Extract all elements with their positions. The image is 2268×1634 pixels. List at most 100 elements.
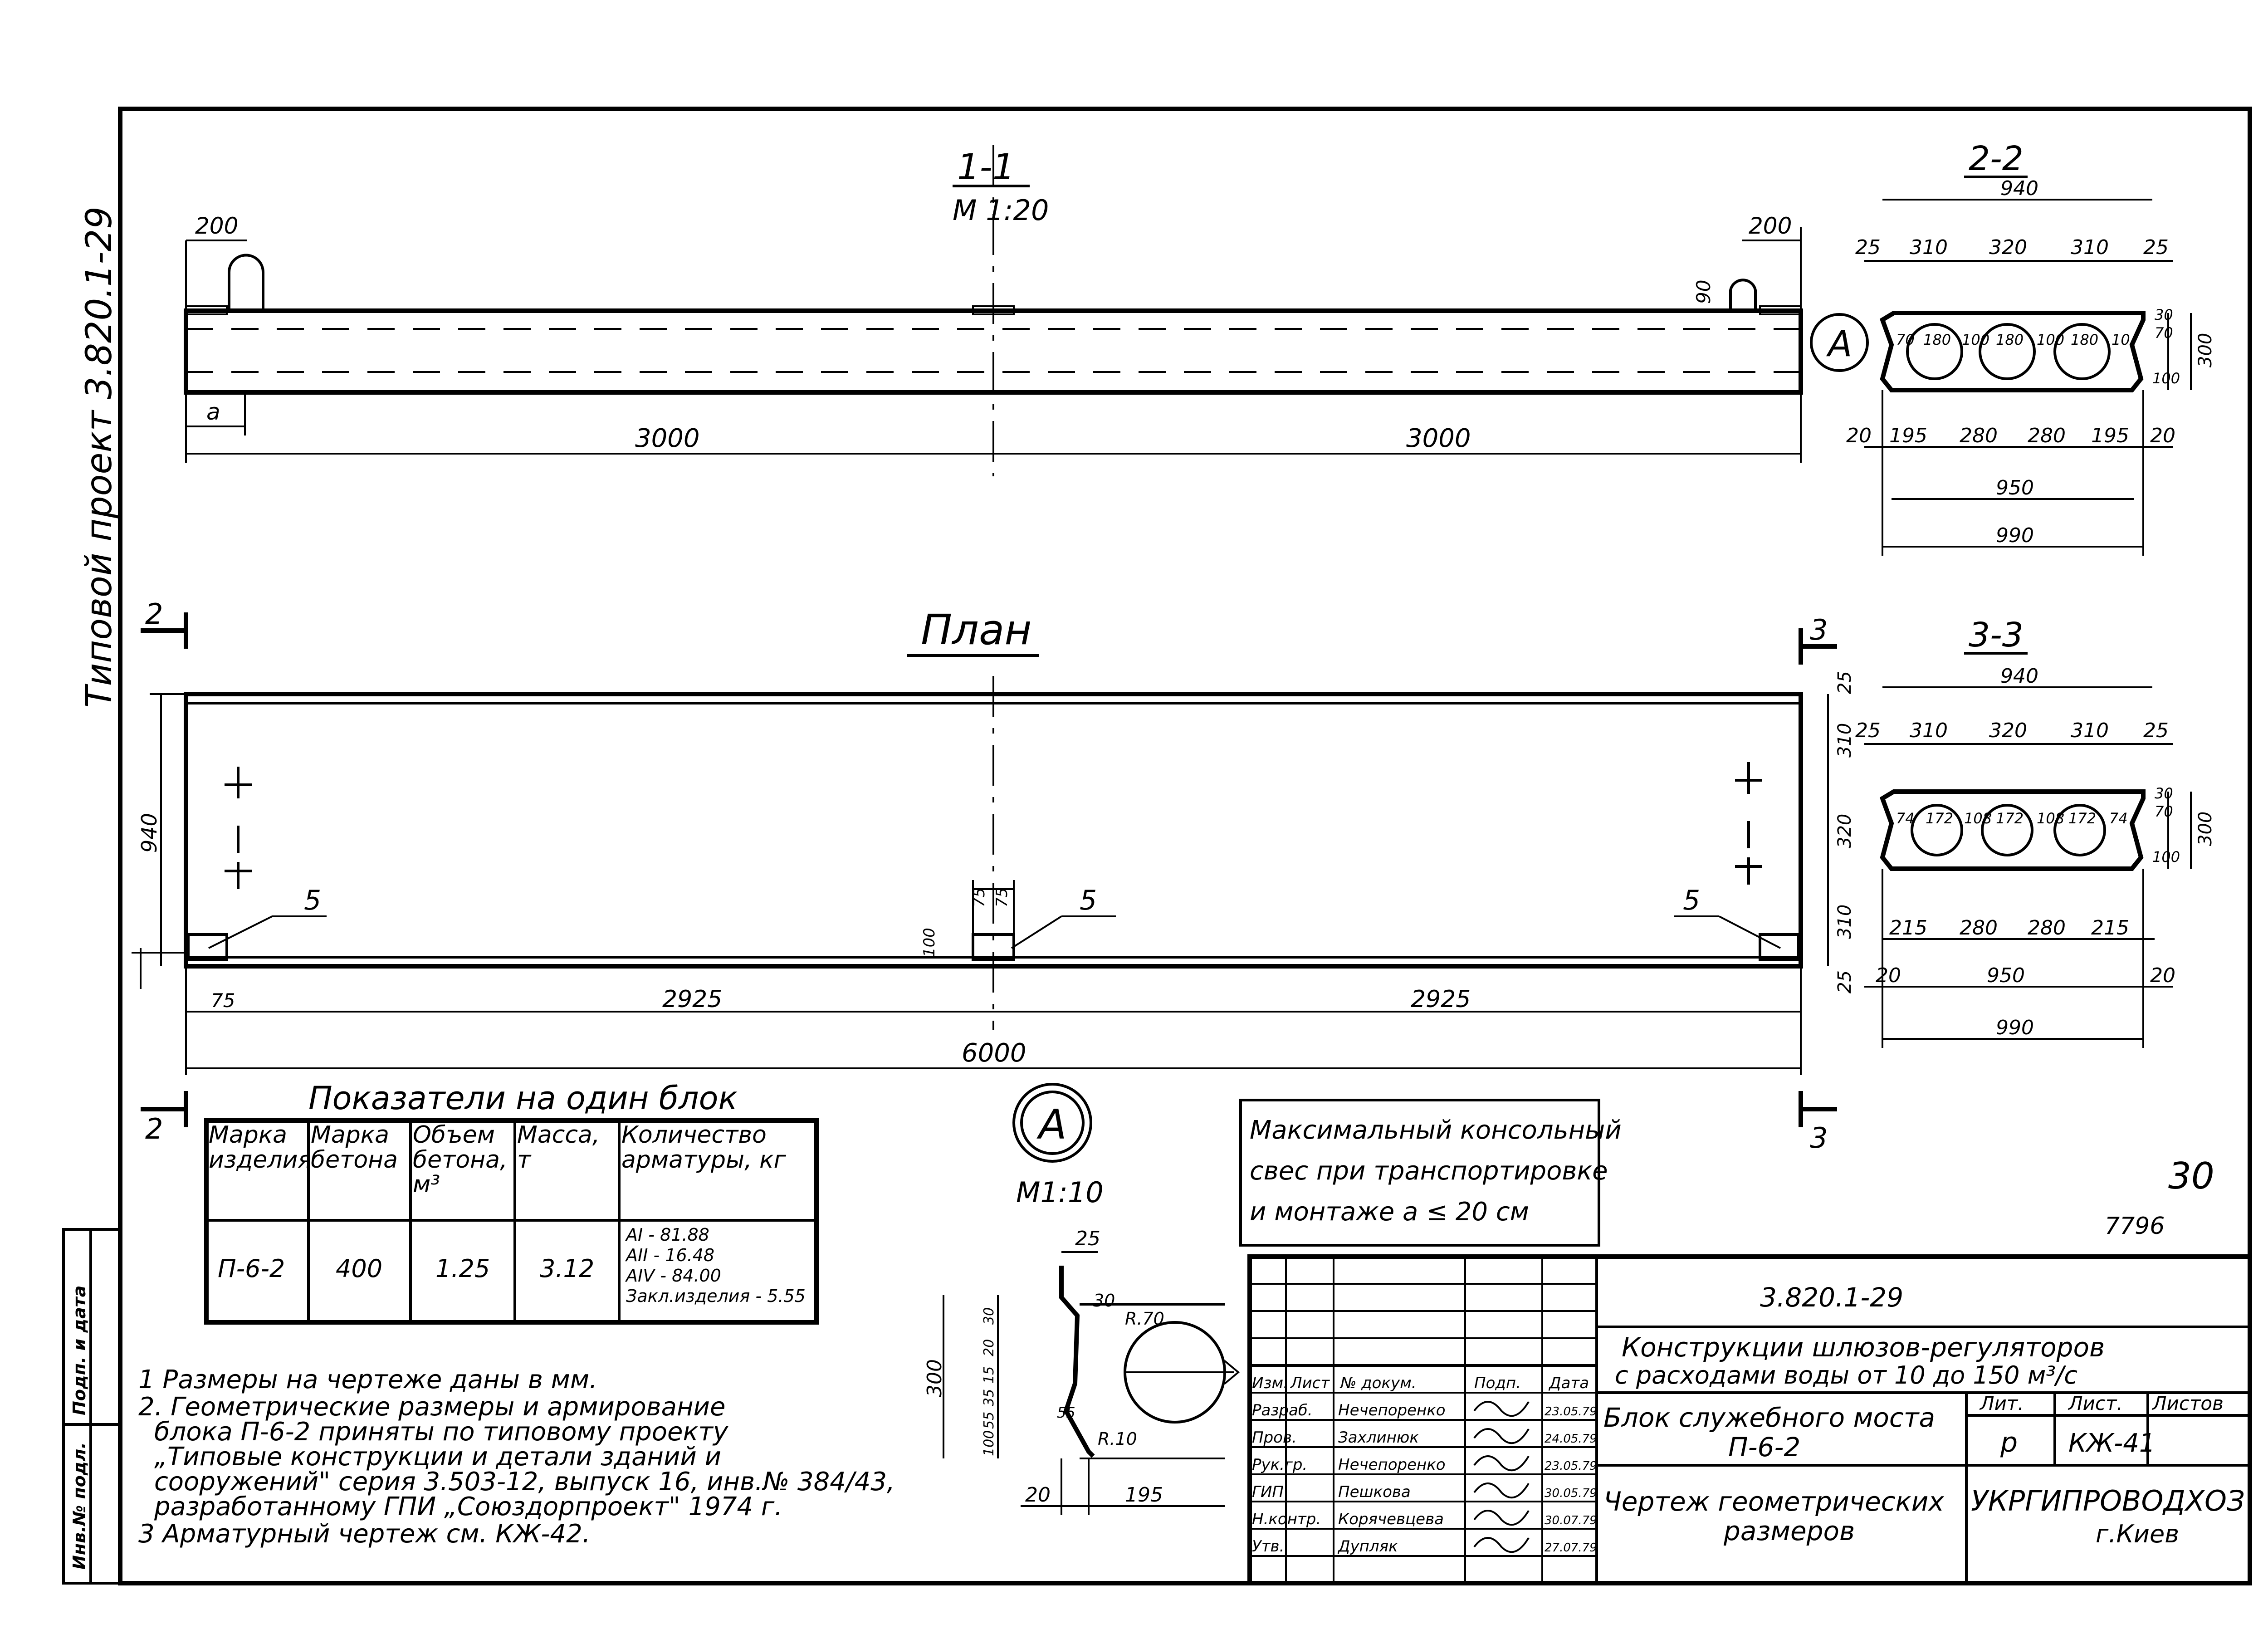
th-obem-betona: Объем бетона, м³ <box>413 1123 508 1199</box>
node-a-dim-195h: 195 <box>1125 1483 1163 1507</box>
note-line-1: 1 Размеры на чертеже даны в мм. <box>138 1365 597 1394</box>
node-a-dim-r10: R.10 <box>1098 1429 1137 1449</box>
dim-2-2-100a: 100 <box>1962 331 1989 348</box>
tb-name-prov: Захлинюк <box>1338 1429 1419 1447</box>
corner-mark-7796: 7796 <box>2105 1213 2165 1240</box>
corner-mark-30: 30 <box>2168 1155 2214 1197</box>
dim-2-2-940: 940 <box>2000 177 2038 200</box>
podp-data-label: Подп. и дата <box>69 1286 89 1415</box>
node-a-dim-30: 30 <box>1093 1291 1115 1311</box>
dim-2-2-70b: 70 <box>2155 324 2173 342</box>
sheet-frame <box>118 107 2252 1585</box>
node-a-dim-25: 25 <box>1075 1227 1100 1250</box>
node-a-dim-300: 300 <box>923 1359 946 1397</box>
dim-3-3-950: 950 <box>1987 964 2025 987</box>
node-a-scale: М1:10 <box>1016 1176 1104 1209</box>
tb-h-list: Лист <box>1290 1374 1330 1392</box>
dim-3-3-172b: 172 <box>1996 810 2024 827</box>
indicators-table: Показатели на один блок Марка изделия Ма… <box>204 1080 819 1325</box>
node-a-dim-20v: 20 <box>981 1339 997 1356</box>
td-obem-betona: 1.25 <box>435 1254 490 1283</box>
dim-1-1-200-right: 200 <box>1749 213 1792 239</box>
cut-mark-3-top: 3 <box>1810 613 1828 646</box>
dim-3-3-25b: 25 <box>2143 719 2169 742</box>
note-line-3: блока П-6-2 приняты по типовому проекту <box>154 1417 728 1447</box>
tb-date-rukgr: 23.05.79 <box>1545 1459 1597 1473</box>
dim-3-3-74a: 74 <box>1896 810 1915 827</box>
tb-name-utv: Дупляк <box>1337 1537 1398 1556</box>
td-massa: 3.12 <box>540 1254 594 1283</box>
dim-plan-75a: 75 <box>970 888 988 907</box>
dim-2-2-70a: 70 <box>1896 331 1915 348</box>
dim-2-2-950: 950 <box>1996 476 2034 499</box>
tb-name-gip: Пешкова <box>1338 1483 1411 1501</box>
dim-2-2-100b: 100 <box>2037 331 2064 348</box>
note-box-line-2: свес при транспортировке <box>1250 1156 1608 1186</box>
section-1-1: 1-1 М 1:20 200 200 90 a 3000 3000 А <box>184 145 1869 476</box>
dim-2-2-30: 30 <box>2155 306 2173 323</box>
node-a-label: А <box>1036 1101 1067 1149</box>
td-rebar-a4: АIV - 84.00 <box>625 1266 721 1286</box>
dim-1-1-a: a <box>206 399 220 425</box>
section-1-1-scale: М 1:20 <box>953 194 1049 227</box>
dim-plan-2925b: 2925 <box>1411 986 1471 1013</box>
dim-plan-2925a: 2925 <box>662 986 722 1013</box>
dim-1-1-90: 90 <box>1692 280 1715 304</box>
dim-3-3-215b: 215 <box>2091 916 2129 939</box>
th-marka-izdeliya: Марка изделия <box>209 1123 308 1174</box>
tb-name-rukgr: Нечепоренко <box>1338 1456 1446 1474</box>
tb-date-razrab: 23.05.79 <box>1545 1405 1597 1419</box>
dim-3-3-20a: 20 <box>1876 964 1901 987</box>
dim-3-3-25a: 25 <box>1855 719 1881 742</box>
dim-plan-320: 320 <box>1834 814 1855 848</box>
dim-3-3-100: 100 <box>2152 848 2180 866</box>
dim-plan-25b: 25 <box>1834 970 1855 993</box>
section-3-3: 3-3 940 25 310 320 310 25 74 172 108 172… <box>1855 616 2216 1048</box>
dim-3-3-940: 940 <box>2000 665 2038 688</box>
console-note-box: Максимальный консольный свес при транспо… <box>1239 1099 1622 1247</box>
tb-role-utv: Утв. <box>1252 1537 1284 1556</box>
th-kolichestvo-armatury: Количество арматуры, кг <box>621 1123 786 1174</box>
dim-3-3-108a: 108 <box>1964 810 1992 827</box>
tb-date-utv: 27.07.79 <box>1545 1541 1597 1555</box>
dim-plan-310b: 310 <box>1834 905 1855 939</box>
note-line-6: разработанному ГПИ „Союздорпроект" 1974 … <box>154 1492 782 1521</box>
dim-plan-310a: 310 <box>1834 723 1855 758</box>
dim-2-2-25a: 25 <box>1855 236 1881 259</box>
tb-date-nkontr: 30.07.79 <box>1545 1514 1597 1527</box>
tb-lit-h: Лит. <box>1979 1392 2024 1414</box>
title-block: Изм. Лист № докум. Подп. Дата Разраб. Не… <box>1247 1254 2252 1585</box>
tb-role-prov: Пров. <box>1252 1429 1297 1447</box>
general-notes: 1 Размеры на чертеже даны в мм. 2. Геоме… <box>138 1365 895 1549</box>
td-rebar-zakl: Закл.изделия - 5.55 <box>626 1286 806 1306</box>
dim-2-2-300: 300 <box>2195 333 2216 367</box>
callout-5-right: 5 <box>1683 885 1700 916</box>
node-a-detail: А М1:10 25 30 R.70 R.10 55 300 30 20 15 … <box>923 1083 1240 1515</box>
dim-2-2-180b: 180 <box>1996 331 2024 348</box>
tb-sheet-title-2: размеров <box>1723 1516 1855 1546</box>
dim-3-3-300: 300 <box>2195 812 2216 846</box>
dim-2-2-180c: 180 <box>2071 331 2098 348</box>
project-side-text: Типовой проект 3.820.1-29 <box>79 206 120 708</box>
th-massa: Масса, т <box>517 1123 600 1174</box>
note-line-2: 2. Геометрические размеры и армирование <box>138 1392 725 1422</box>
dim-3-3-30: 30 <box>2155 785 2173 802</box>
note-line-4: „Типовые конструкции и детали зданий и <box>154 1442 721 1472</box>
dim-plan-6000: 6000 <box>962 1038 1026 1068</box>
tb-h-podp: Подп. <box>1474 1374 1521 1392</box>
plan-title: План <box>921 606 1032 654</box>
note-line-5: сооружений" серия 3.503-12, выпуск 16, и… <box>154 1467 895 1497</box>
tb-role-rukgr: Рук.гр. <box>1252 1456 1307 1474</box>
tb-role-razrab: Разраб. <box>1252 1401 1313 1419</box>
dim-2-2-20a: 20 <box>1846 424 1872 447</box>
dim-1-1-3000-right: 3000 <box>1406 424 1471 453</box>
td-rebar-a1: АI - 81.88 <box>625 1225 709 1245</box>
td-marka-betona: 400 <box>336 1254 382 1283</box>
dim-3-3-280a: 280 <box>1960 916 1998 939</box>
dim-3-3-74b: 74 <box>2109 810 2128 827</box>
tb-date-prov: 24.05.79 <box>1545 1432 1597 1446</box>
tb-role-nkontr: Н.контр. <box>1252 1510 1321 1528</box>
node-a-dim-55v: 55 <box>981 1412 997 1429</box>
node-a-dim-r70: R.70 <box>1125 1309 1164 1329</box>
